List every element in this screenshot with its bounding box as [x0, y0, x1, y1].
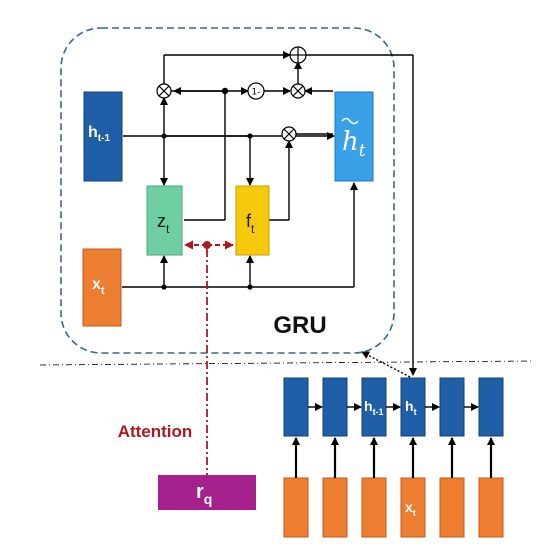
x-input-block [82, 248, 122, 327]
x-input-label: xt [92, 276, 105, 297]
multiply-op-middle [281, 126, 297, 142]
h-tilde-label: ht [342, 127, 366, 161]
multiply-op-top-right [290, 83, 306, 99]
gru-wiring [122, 51, 417, 376]
f-gate-label: ft [246, 211, 255, 236]
plus-op [289, 46, 307, 64]
chain-x-cur-label: xt [405, 499, 416, 518]
gru-container [60, 27, 395, 354]
z-gate-block [146, 185, 183, 256]
chain-input-block [439, 477, 465, 538]
h-tilde-block [334, 91, 374, 182]
one-minus-op [247, 82, 265, 100]
h-prev-block [83, 91, 123, 182]
z-gate-label: zt [157, 211, 170, 236]
multiply-op-top-left [156, 83, 172, 99]
rq-block [158, 475, 256, 510]
junction-dots [161, 87, 253, 290]
zoom-link-arrow [361, 351, 411, 378]
tilde-mark [341, 117, 359, 125]
chain-h-prev-label: ht-1 [364, 398, 384, 417]
chain-input-block [361, 477, 387, 538]
chain-input-block [283, 477, 309, 538]
chain-input-block [322, 477, 348, 538]
chain-hidden-block [400, 377, 426, 437]
attention-dot [203, 241, 211, 249]
chain-h-cur-label: ht [405, 398, 417, 417]
chain-hidden-block [478, 377, 504, 437]
unrolled-chain: ht-1 ht xt [283, 377, 504, 538]
chain-hidden-block [322, 377, 348, 437]
f-gate-block [235, 185, 270, 256]
chain-hidden-block [361, 377, 387, 437]
one-minus-label: 1- [252, 88, 261, 98]
rq-label: rq [196, 481, 212, 507]
h-prev-label: ht-1 [88, 124, 110, 144]
separator-line [39, 360, 533, 366]
chain-input-block [478, 477, 504, 538]
gru-title: GRU [273, 312, 326, 339]
chain-hidden-block [439, 377, 465, 437]
chain-hidden-block [283, 377, 309, 437]
attention-label: Attention [118, 422, 193, 441]
